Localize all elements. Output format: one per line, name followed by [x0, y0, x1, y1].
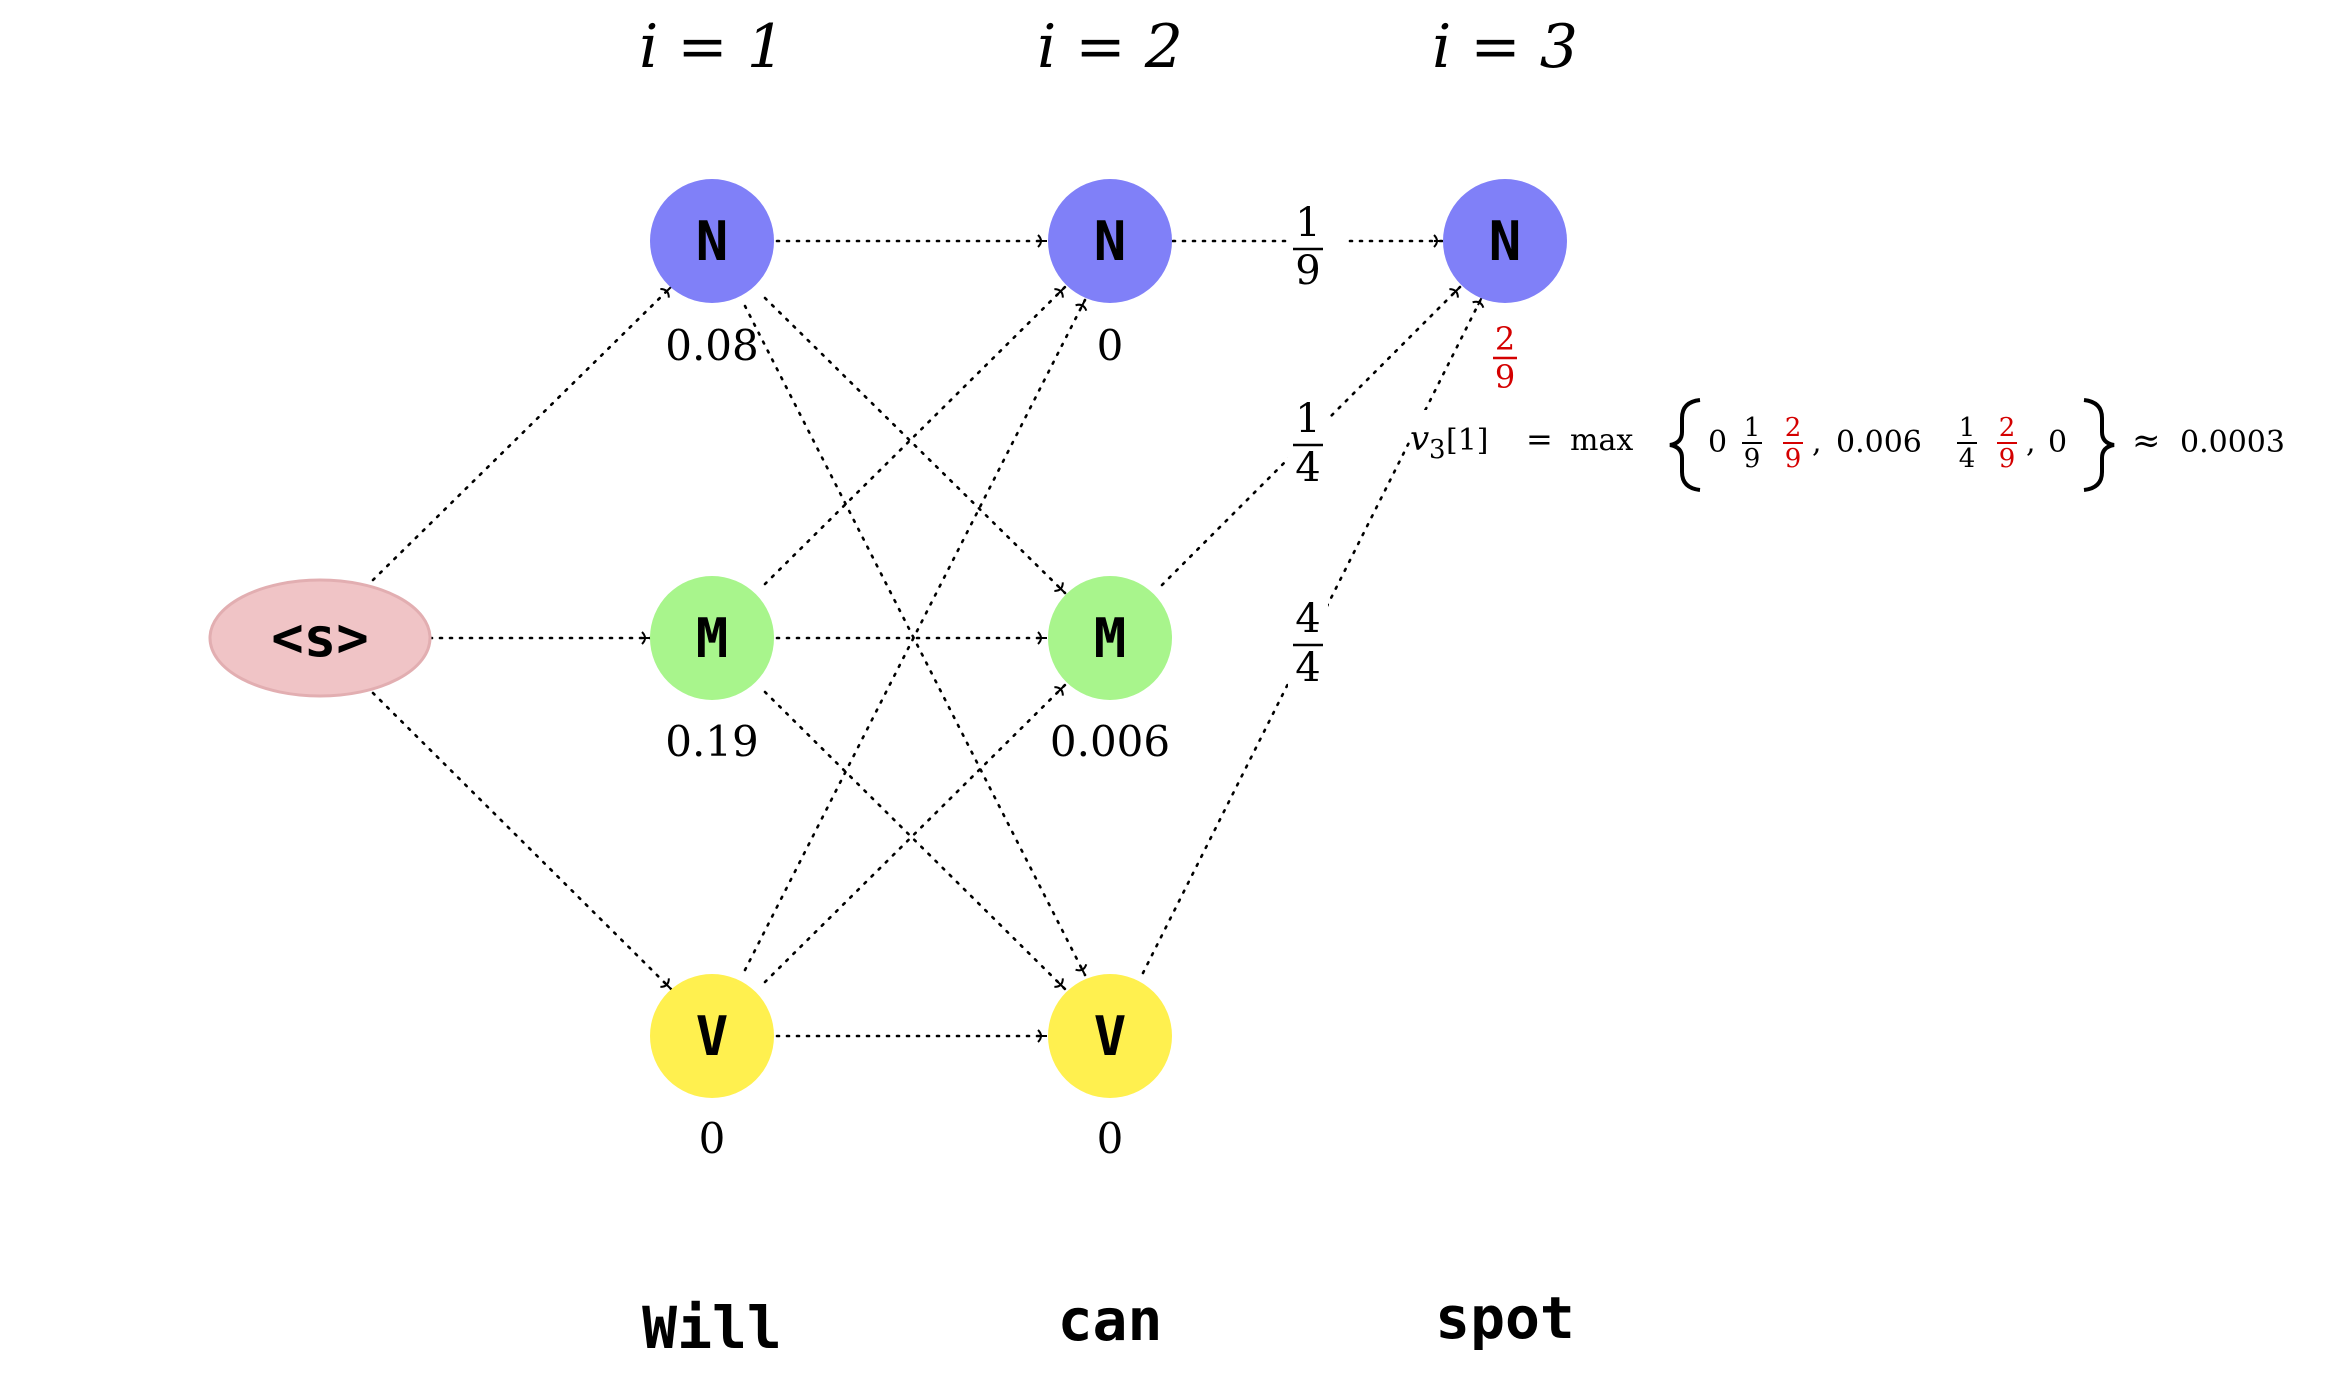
emission-n3-numerator: 2	[1495, 320, 1515, 358]
word-2: can	[1058, 1286, 1163, 1354]
edge-m1-to-v2	[763, 690, 1067, 991]
node-v1-circle	[650, 974, 774, 1098]
observation-words: Will can spot	[642, 1284, 1575, 1362]
formula-lhs-sub: 3	[1429, 435, 1446, 465]
formula-op: max	[1570, 423, 1633, 458]
node-v1-score: 0	[699, 1114, 726, 1163]
formula-term1-den: 9	[1744, 444, 1761, 474]
transition-label-2-num: 1	[1295, 396, 1320, 442]
node-m1: M 0.19	[650, 576, 774, 766]
formula-term1-coef: 0	[1708, 425, 1727, 460]
node-m1-score: 0.19	[665, 717, 759, 766]
node-v2: V 0	[1048, 974, 1172, 1163]
formula-left-brace	[1669, 398, 1701, 492]
transition-label-1-bg	[1288, 195, 1328, 290]
transition-label-1-den: 9	[1295, 248, 1320, 294]
node-v1-label: V	[696, 1005, 729, 1068]
node-n1-label: N	[696, 210, 729, 273]
formula-approx: ≈	[2132, 421, 2161, 461]
start-node: <s>	[208, 578, 432, 698]
formula-lhs-var: v	[1410, 419, 1429, 459]
transition-label-3: 4 4	[1288, 592, 1328, 691]
emission-n3-fraction: 2 9	[1493, 320, 1517, 396]
node-n2-label: N	[1094, 210, 1127, 273]
node-m2: M 0.006	[1048, 576, 1172, 766]
node-n3-label: N	[1489, 210, 1522, 273]
transition-label-3-bg	[1288, 592, 1328, 687]
formula-bg	[1410, 410, 2320, 490]
column-header-1: i = 1	[639, 12, 785, 82]
formula-term1-num: 1	[1744, 413, 1761, 443]
transition-label-3-den: 4	[1295, 645, 1320, 691]
viterbi-formula: v 3 [1] = max 0 1 9 2 9 , 0.006 1 4 2 9 …	[1410, 398, 2320, 492]
formula-right-brace	[2083, 398, 2115, 492]
node-n1-circle	[650, 179, 774, 303]
edge-v1-to-n2	[743, 298, 1088, 972]
word-3: spot	[1435, 1284, 1575, 1352]
node-v1: V 0	[650, 974, 774, 1163]
edge-start-to-v1	[371, 691, 673, 991]
node-n3: N	[1443, 179, 1567, 303]
transition-label-2-den: 4	[1295, 445, 1320, 491]
node-n1: N 0.08	[650, 179, 774, 370]
node-m1-label: M	[696, 607, 729, 670]
formula-term2-coef: 0.006	[1836, 425, 1922, 460]
formula-term2-enum: 2	[1999, 413, 2016, 443]
column-header-2: i = 2	[1037, 12, 1183, 82]
edge-m1-to-n2	[763, 285, 1067, 586]
transition-label-1-num: 1	[1295, 200, 1320, 246]
transition-edges	[371, 234, 1485, 1043]
formula-comma-2: ,	[2026, 425, 2036, 460]
formula-lhs-idx: [1]	[1446, 423, 1489, 458]
transition-label-2-bg	[1288, 392, 1328, 487]
node-n3-circle	[1443, 179, 1567, 303]
node-m2-label: M	[1094, 607, 1127, 670]
edge-v2-to-n3	[1141, 295, 1485, 975]
formula-term1-eden: 9	[1785, 444, 1802, 474]
edge-n1-to-m2	[763, 296, 1067, 595]
node-n2: N 0	[1048, 179, 1172, 370]
edge-v1-to-m2	[763, 683, 1067, 984]
formula-term2-num: 1	[1959, 413, 1976, 443]
formula-term1-enum: 2	[1785, 413, 1802, 443]
column-header-3: i = 3	[1432, 12, 1578, 82]
transition-label-2: 1 4	[1288, 392, 1328, 491]
node-n2-score: 0	[1097, 321, 1124, 370]
edge-n1-to-v2	[743, 304, 1088, 977]
node-m2-circle	[1048, 576, 1172, 700]
formula-comma-1: ,	[1812, 425, 1822, 460]
formula-result: 0.0003	[2180, 425, 2285, 460]
start-node-shape	[208, 578, 432, 698]
formula-eq: =	[1526, 420, 1553, 458]
node-m1-circle	[650, 576, 774, 700]
formula-term2-den: 4	[1959, 444, 1976, 474]
node-n2-circle	[1048, 179, 1172, 303]
word-1: Will	[642, 1294, 782, 1362]
formula-term2-eden: 9	[1999, 444, 2016, 474]
transition-label-3-num: 4	[1295, 596, 1320, 642]
node-v2-circle	[1048, 974, 1172, 1098]
node-v2-score: 0	[1097, 1114, 1124, 1163]
start-node-label: <s>	[271, 606, 369, 669]
node-v2-label: V	[1094, 1005, 1127, 1068]
column-headers: i = 1 i = 2 i = 3	[639, 12, 1578, 82]
node-m2-score: 0.006	[1050, 717, 1170, 766]
transition-label-1: 1 9	[1288, 195, 1328, 294]
formula-term3: 0	[2048, 425, 2067, 460]
emission-n3-denominator: 9	[1495, 358, 1515, 396]
node-n1-score: 0.08	[665, 321, 759, 370]
edge-start-to-n1	[371, 285, 673, 582]
